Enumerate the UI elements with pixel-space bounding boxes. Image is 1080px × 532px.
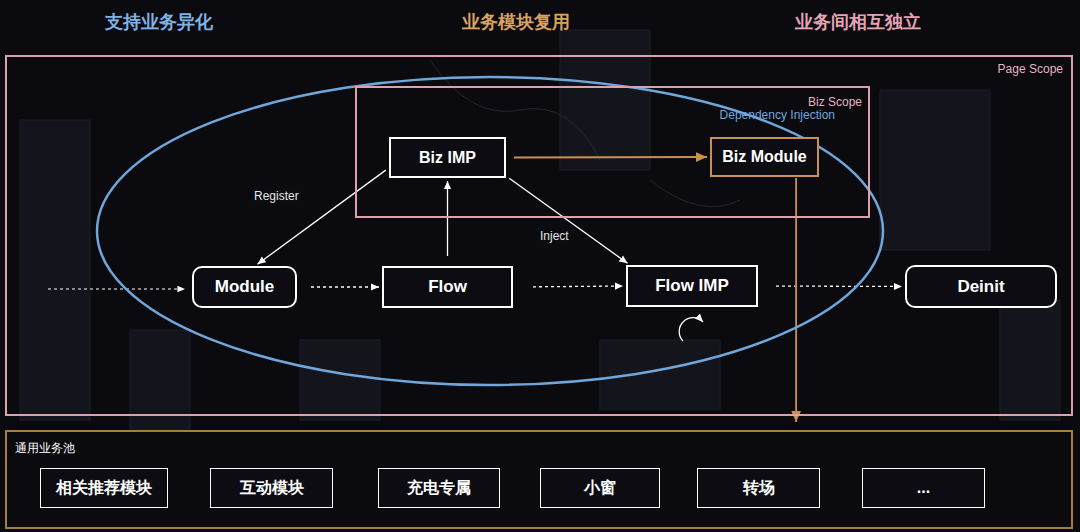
- dependency-arrow: [509, 178, 627, 263]
- region-label: 通用业务池: [15, 440, 75, 457]
- box-label: Biz IMP: [419, 149, 476, 167]
- process-box: Biz IMP: [389, 137, 506, 178]
- heading-label: 业务模块复用: [462, 10, 570, 34]
- box-label: Module: [215, 277, 275, 297]
- heading-label: 业务间相互独立: [795, 10, 921, 34]
- pool-item-box: 转场: [697, 468, 820, 508]
- process-box: Flow IMP: [626, 265, 758, 307]
- pool-item-box: ...: [862, 468, 985, 508]
- dependency-arrow: [447, 181, 448, 256]
- heading-label: 支持业务异化: [105, 10, 213, 34]
- flow-arrow: [311, 286, 379, 287]
- box-label: Biz Module: [722, 148, 806, 166]
- biz-scope-region: Biz ScopeBiz IMP Biz Module: [355, 86, 870, 218]
- region-label: Biz Scope: [808, 95, 862, 109]
- box-label: Deinit: [957, 277, 1004, 297]
- entry-arrow: [48, 288, 185, 289]
- box-label: 小窗: [584, 478, 616, 499]
- business-pool-band: 通用业务池相关推荐模块 互动模块 充电专属 小窗 转场...: [5, 430, 1073, 529]
- pool-item-box: 相关推荐模块: [40, 468, 168, 508]
- edge-label: Inject: [538, 229, 571, 243]
- process-box: Deinit: [905, 265, 1057, 308]
- flow-arrow: [776, 285, 902, 287]
- dependency-arrow: [795, 178, 797, 422]
- box-label: 相关推荐模块: [56, 478, 152, 499]
- box-label: 转场: [743, 478, 775, 499]
- box-label: ...: [917, 479, 930, 497]
- region-label: Page Scope: [998, 62, 1063, 76]
- dependency-arrow: [514, 156, 707, 158]
- pool-item-box: 小窗: [540, 468, 660, 508]
- box-label: Flow: [428, 277, 467, 297]
- injection-ellipse: Dependency InjectionModule Flow Flow IMP: [95, 75, 885, 387]
- region-label: Dependency Injection: [720, 108, 835, 122]
- edge-label: Register: [252, 189, 301, 203]
- pool-item-box: 互动模块: [210, 468, 333, 508]
- process-box: Biz Module: [710, 137, 819, 177]
- process-box: Flow: [382, 266, 513, 308]
- box-label: 互动模块: [240, 478, 304, 499]
- flow-arrow: [533, 285, 623, 287]
- box-label: 充电专属: [407, 478, 471, 499]
- box-label: Flow IMP: [655, 276, 729, 296]
- process-box: Module: [192, 266, 297, 308]
- self-loop-arrow: [679, 318, 703, 341]
- pool-item-box: 充电专属: [378, 468, 500, 508]
